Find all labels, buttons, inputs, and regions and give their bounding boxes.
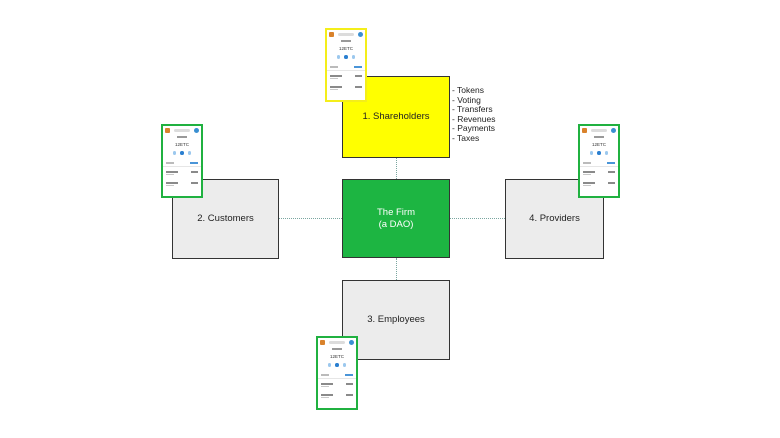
- wallet-logo-icon: [582, 128, 587, 133]
- customers-wallet-phone: 12ETC: [161, 124, 203, 198]
- firm-box: The Firm (a DAO): [342, 179, 450, 258]
- shareholder-items-list: - Tokens - Voting - Transfers - Revenues…: [452, 85, 496, 144]
- shareholders-wallet-phone: 12ETC: [325, 28, 367, 102]
- account-avatar-icon: [358, 32, 363, 37]
- firm-label: The Firm (a DAO): [377, 206, 415, 230]
- account-avatar-icon: [611, 128, 616, 133]
- list-item: - Transfers: [452, 104, 493, 115]
- wallet-logo-icon: [165, 128, 170, 133]
- connector-firm-employees: [396, 258, 397, 280]
- list-item: - Voting: [452, 94, 481, 105]
- list-item: - Tokens: [452, 85, 484, 95]
- employees-label: 3. Employees: [367, 314, 425, 326]
- wallet-logo-icon: [329, 32, 334, 37]
- employees-box: 3. Employees: [342, 280, 450, 360]
- wallet-balance: 12ETC: [338, 46, 353, 51]
- list-item: - Revenues: [452, 113, 496, 124]
- account-avatar-icon: [194, 128, 199, 133]
- wallet-balance: 12ETC: [329, 354, 344, 359]
- connector-shareholders-firm: [396, 158, 397, 179]
- list-item: - Payments: [452, 123, 495, 134]
- providers-label: 4. Providers: [529, 213, 580, 225]
- list-item: - Taxes: [452, 132, 480, 143]
- wallet-balance: 12ETC: [591, 142, 606, 147]
- wallet-logo-icon: [320, 340, 325, 345]
- wallet-balance: 12ETC: [174, 142, 189, 147]
- connector-customers-firm: [279, 218, 342, 219]
- shareholders-label: 1. Shareholders: [362, 111, 430, 123]
- employees-wallet-phone: 12ETC: [316, 336, 358, 410]
- connector-firm-providers: [450, 218, 505, 219]
- customers-label: 2. Customers: [197, 213, 254, 225]
- providers-wallet-phone: 12ETC: [578, 124, 620, 198]
- account-avatar-icon: [349, 340, 354, 345]
